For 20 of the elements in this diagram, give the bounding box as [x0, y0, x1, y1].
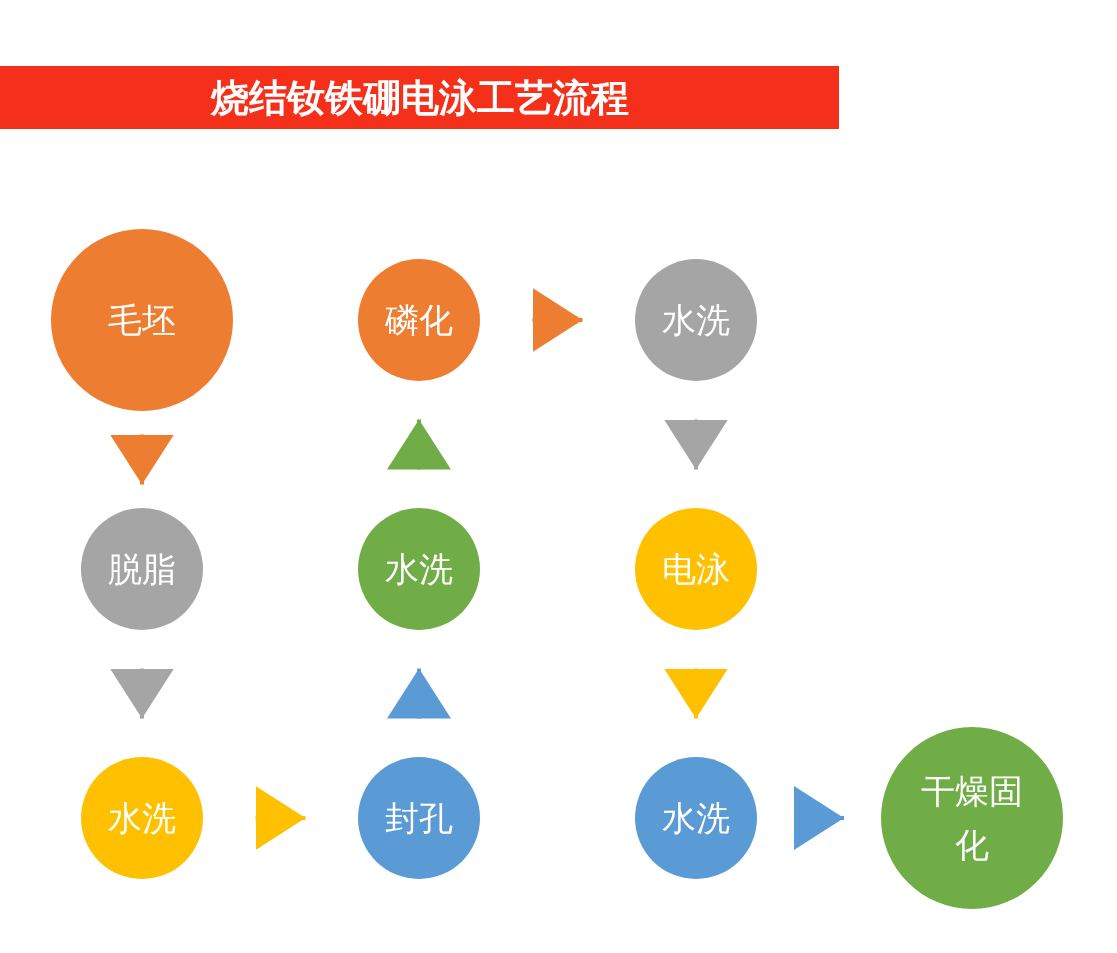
arrow: [532, 288, 583, 352]
step-label: 封孔: [385, 796, 453, 840]
step-label: 脱脂: [108, 547, 176, 591]
step-label: 水洗: [108, 796, 176, 840]
step-label: 干燥固化: [920, 769, 1024, 867]
step-label: 水洗: [662, 298, 730, 342]
step-label: 磷化: [385, 298, 453, 342]
arrow: [110, 668, 174, 719]
arrow: [664, 668, 728, 719]
arrow: [387, 419, 451, 470]
step-label: 水洗: [662, 796, 730, 840]
arrow: [664, 419, 728, 470]
title: 烧结钕铁硼电泳工艺流程: [210, 78, 629, 117]
arrow: [387, 668, 451, 719]
step-label: 电泳: [662, 547, 730, 591]
arrow: [794, 786, 844, 850]
step-label: 毛坯: [108, 298, 176, 342]
arrow: [110, 434, 174, 485]
step-label: 水洗: [385, 547, 453, 591]
arrow: [255, 786, 306, 850]
